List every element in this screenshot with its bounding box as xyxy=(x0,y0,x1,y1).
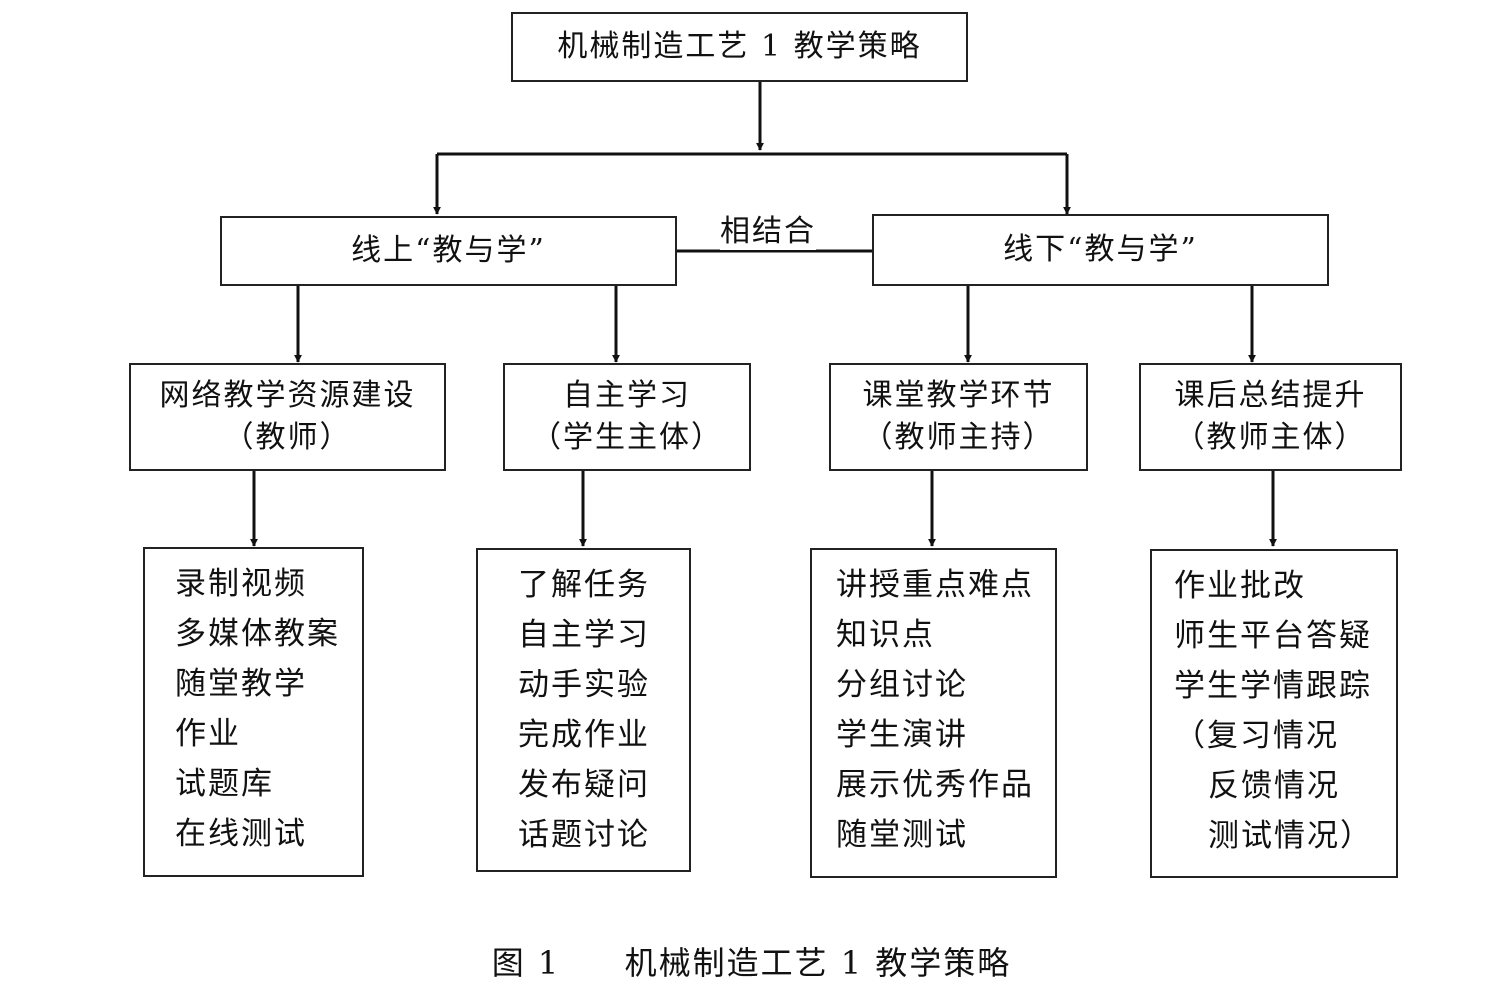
figure-caption: 图 1 机械制造工艺 1 教学策略 xyxy=(0,938,1503,984)
list-item: 随堂测试 xyxy=(836,817,968,853)
node-line2: （教师主持） xyxy=(862,420,1055,455)
figure-title: 机械制造工艺 1 教学策略 xyxy=(624,944,1012,982)
figure-number: 图 1 xyxy=(491,944,561,982)
node-line1: 自主学习 xyxy=(563,378,691,413)
list-item: 展示优秀作品 xyxy=(836,767,1034,803)
node-online-resources: 网络教学资源建设 （教师） xyxy=(129,363,446,471)
node-classroom: 课堂教学环节 （教师主持） xyxy=(829,363,1088,471)
node-line1: 网络教学资源建设 xyxy=(159,378,416,413)
list-item: 测试情况） xyxy=(1208,818,1373,854)
branch-online-label: 线上“教与学” xyxy=(351,233,546,268)
branch-offline: 线下“教与学” xyxy=(872,214,1329,286)
list-item: 反馈情况 xyxy=(1208,768,1340,804)
root-label: 机械制造工艺 1 教学策略 xyxy=(557,29,922,64)
list-item: 学生学情跟踪 xyxy=(1174,668,1372,704)
list-classroom: 讲授重点难点 知识点 分组讨论 学生演讲 展示优秀作品 随堂测试 xyxy=(810,548,1057,878)
node-after-class: 课后总结提升 （教师主体） xyxy=(1139,363,1402,471)
list-item: 自主学习 xyxy=(518,617,650,653)
list-item: 知识点 xyxy=(836,617,935,653)
list-item: 学生演讲 xyxy=(836,717,968,753)
node-line1: 课后总结提升 xyxy=(1174,378,1367,413)
list-item: 作业批改 xyxy=(1174,568,1306,604)
list-item: 在线测试 xyxy=(175,816,307,852)
branch-offline-label: 线下“教与学” xyxy=(1003,232,1198,267)
list-item: 讲授重点难点 xyxy=(836,567,1034,603)
node-self-study: 自主学习 （学生主体） xyxy=(503,363,751,471)
list-item: 录制视频 xyxy=(175,566,307,602)
list-self-study: 了解任务 自主学习 动手实验 完成作业 发布疑问 话题讨论 xyxy=(476,548,691,872)
list-item: 发布疑问 xyxy=(518,767,650,803)
list-item: 试题库 xyxy=(175,766,274,802)
list-item: 了解任务 xyxy=(518,567,650,603)
list-item: 话题讨论 xyxy=(518,817,650,853)
node-line1: 课堂教学环节 xyxy=(862,378,1055,413)
root-node: 机械制造工艺 1 教学策略 xyxy=(511,12,968,82)
node-line2: （学生主体） xyxy=(531,420,723,455)
list-item: 作业 xyxy=(175,716,241,752)
list-online-resources: 录制视频 多媒体教案 随堂教学 作业 试题库 在线测试 xyxy=(143,547,364,877)
branch-online: 线上“教与学” xyxy=(220,216,677,286)
node-line2: （教师主体） xyxy=(1174,420,1367,455)
combine-label: 相结合 xyxy=(720,206,816,250)
list-item: 完成作业 xyxy=(518,717,650,753)
list-after-class: 作业批改 师生平台答疑 学生学情跟踪 （复习情况 反馈情况 测试情况） xyxy=(1150,549,1398,878)
list-item: 多媒体教案 xyxy=(175,616,340,652)
list-item: 动手实验 xyxy=(518,667,650,703)
list-item: 师生平台答疑 xyxy=(1174,618,1372,654)
list-item: （复习情况 xyxy=(1174,718,1339,754)
list-item: 分组讨论 xyxy=(836,667,968,703)
node-line2: （教师） xyxy=(223,420,352,455)
list-item: 随堂教学 xyxy=(175,666,307,702)
